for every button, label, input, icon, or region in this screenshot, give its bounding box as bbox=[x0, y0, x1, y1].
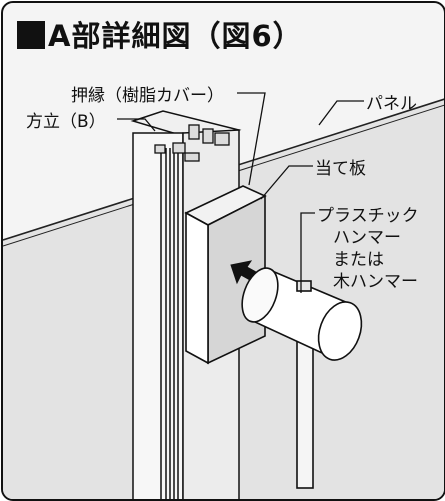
leader-lines bbox=[117, 92, 364, 293]
label-hammer-line3: または bbox=[333, 250, 384, 270]
mullion-profile bbox=[154, 124, 230, 162]
label-hammer-line4: 木ハンマー bbox=[333, 272, 418, 292]
label-oshibuchi: 押縁（樹脂カバー） bbox=[71, 86, 224, 106]
title-text: A部詳細図（図6） bbox=[48, 19, 303, 53]
label-atekita: 当て板 bbox=[315, 159, 366, 179]
title-square-icon bbox=[17, 21, 45, 49]
label-hoddate: 方立（B） bbox=[26, 112, 106, 132]
detail-illustration bbox=[3, 92, 444, 499]
label-hammer-line2: ハンマー bbox=[333, 228, 401, 248]
hammer bbox=[241, 266, 363, 489]
label-panel: パネル bbox=[366, 94, 417, 114]
figure-title: A部詳細図（図6） bbox=[17, 13, 303, 55]
label-hammer-line1: プラスチック bbox=[317, 206, 419, 226]
